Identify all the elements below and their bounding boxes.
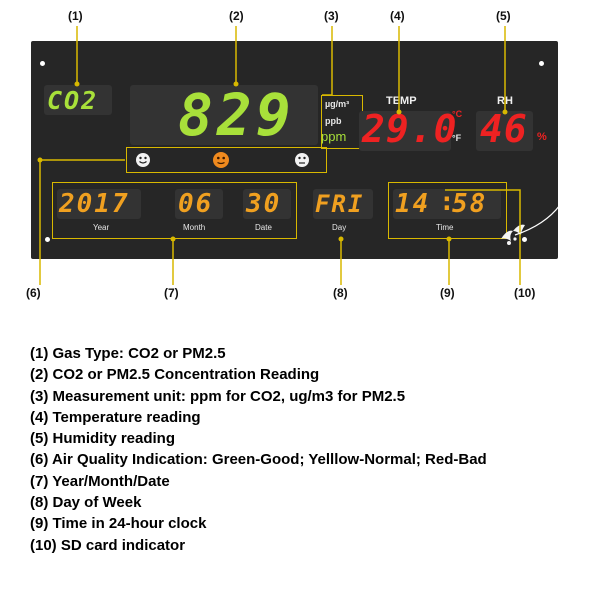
temp-unit-f: °F xyxy=(452,133,462,143)
legend-item-5: (5) Humidity reading xyxy=(30,430,176,448)
temp-readout: 29.0 xyxy=(362,107,458,151)
legend-item-4: (4) Temperature reading xyxy=(30,408,201,426)
good-face-icon xyxy=(136,153,150,167)
rh-readout: 46 xyxy=(480,107,528,151)
month-backdrop xyxy=(175,189,223,219)
normal-face-icon xyxy=(213,152,229,168)
temp-label: TEMP xyxy=(386,95,417,107)
date-readout: 30 xyxy=(246,189,282,219)
legend-item-6: (6) Air Quality Indication: Green-Good; … xyxy=(30,451,487,469)
rh-backdrop xyxy=(476,111,533,151)
temp-unit-c: °C xyxy=(452,109,463,119)
led-display-panel: CO2 829 µg/m³ ppb ppm TEMP 29.0 °C °F RH… xyxy=(31,41,558,259)
year-label: Year xyxy=(93,223,110,232)
legend-item-8: (8) Day of Week xyxy=(30,494,142,512)
date-label: Date xyxy=(255,223,272,232)
callout-7: (7) xyxy=(164,286,179,300)
time-backdrop xyxy=(393,189,501,219)
callout-2: (2) xyxy=(229,9,244,23)
air-quality-frame xyxy=(126,147,327,173)
year-backdrop xyxy=(57,189,141,219)
callout-4: (4) xyxy=(390,9,405,23)
date-backdrop xyxy=(243,189,291,219)
legend-item-10: (10) SD card indicator xyxy=(30,536,186,554)
unit-ppm: ppm xyxy=(321,129,347,144)
day-readout: FRI xyxy=(315,190,365,218)
unit-ugm3: µg/m³ xyxy=(325,99,350,109)
callout-1: (1) xyxy=(68,9,83,23)
time-minutes: 58 xyxy=(452,189,488,219)
screw-top-right xyxy=(539,61,544,66)
concentration-readout: 829 xyxy=(178,81,295,149)
legend-item-7: (7) Year/Month/Date xyxy=(30,472,170,490)
legend-item-1: (1) Gas Type: CO2 or PM2.5 xyxy=(30,345,226,362)
day-label: Day xyxy=(332,223,347,232)
callout-9: (9) xyxy=(440,286,455,300)
bad-face-icon xyxy=(295,153,309,167)
gas-type-readout: CO2 xyxy=(47,86,99,115)
time-hours: 14 xyxy=(395,189,431,219)
callout-5: (5) xyxy=(496,9,511,23)
rh-unit: % xyxy=(537,131,547,143)
legend: (1) Gas Type: CO2 or PM2.5 (2) CO2 or PM… xyxy=(30,343,487,556)
callout-10: (10) xyxy=(514,286,536,300)
screw-top-left xyxy=(40,61,45,66)
callout-leader-lines xyxy=(37,26,521,285)
screw-bottom-left xyxy=(45,237,50,242)
legend-item-3: (3) Measurement unit: ppm for CO2, ug/m3… xyxy=(30,387,406,405)
legend-item-2: (2) CO2 or PM2.5 Concentration Reading xyxy=(30,366,320,384)
callout-3: (3) xyxy=(324,9,339,23)
time-colon: : xyxy=(439,187,457,217)
sd-card-icon xyxy=(497,217,527,247)
month-readout: 06 xyxy=(178,189,214,219)
temp-backdrop xyxy=(359,111,451,151)
year-readout: 2017 xyxy=(59,189,130,219)
unit-ppb: ppb xyxy=(325,116,342,126)
screw-bottom-right xyxy=(522,237,527,242)
day-backdrop xyxy=(313,189,373,219)
callout-8: (8) xyxy=(333,286,348,300)
callout-6: (6) xyxy=(26,286,41,300)
time-label: Time xyxy=(436,223,454,232)
legend-item-9: (9) Time in 24-hour clock xyxy=(30,515,207,533)
gas-type-backdrop xyxy=(44,85,112,115)
month-label: Month xyxy=(183,223,206,232)
reading-backdrop xyxy=(130,85,318,145)
